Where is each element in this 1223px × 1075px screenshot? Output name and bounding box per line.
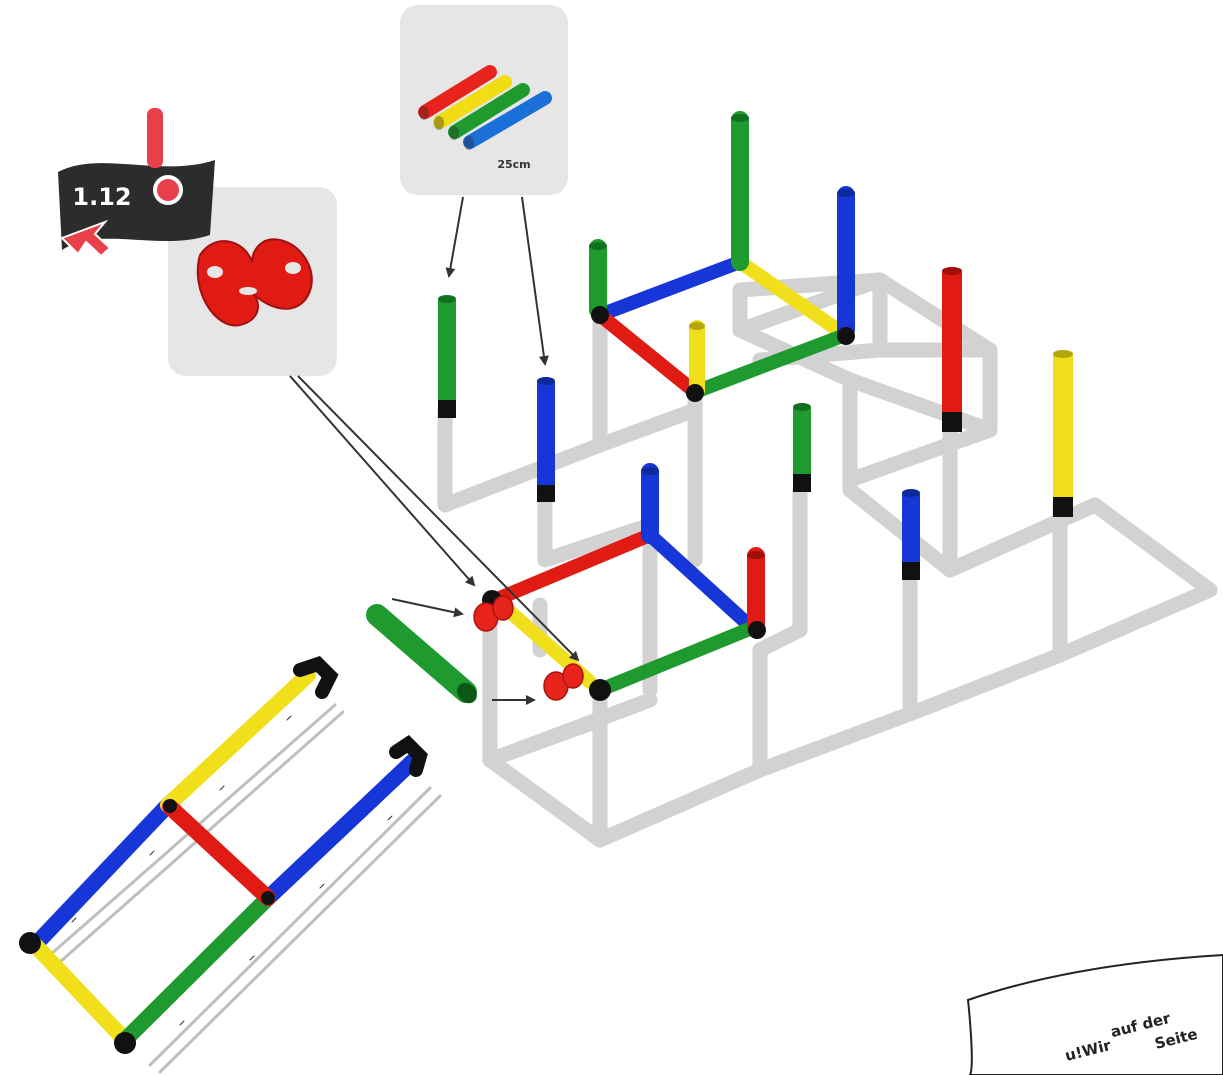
loose-green-tube <box>377 615 481 707</box>
upper-square <box>598 120 846 392</box>
lower-square <box>495 472 756 690</box>
tube-length-label: 25cm <box>497 158 530 171</box>
step-number: 1.12 <box>72 183 131 211</box>
note-card: u!Wir auf der Seite <box>968 955 1223 1075</box>
tubes-panel: 25cm <box>400 5 568 195</box>
step-badge: 1.12 <box>58 108 215 256</box>
flat-layout <box>19 664 440 1072</box>
